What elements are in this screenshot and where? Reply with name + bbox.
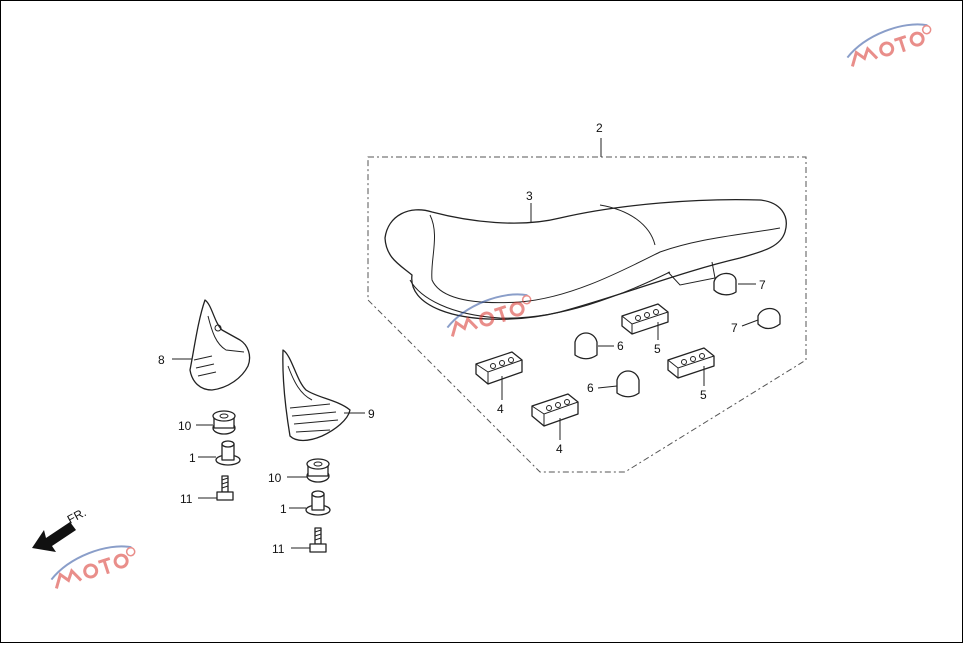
watermark-logo-bottom-left: [50, 545, 136, 589]
rubber-pad-7b: [757, 307, 781, 330]
cushion-6b: [616, 370, 640, 398]
bracket-5b: [667, 347, 715, 379]
callout-11b: 11: [272, 542, 285, 556]
callout-6a: 6: [617, 339, 624, 353]
callout-8: 8: [158, 353, 165, 367]
callout-5b: 5: [700, 388, 707, 402]
cushion-6a: [574, 332, 598, 360]
callout-5a: 5: [654, 342, 661, 356]
callout-2: 2: [596, 121, 603, 135]
callout-7b: 7: [731, 321, 738, 335]
grommet-10a: [212, 410, 236, 435]
callout-4a: 4: [497, 402, 504, 416]
grommet-10b: [306, 458, 330, 483]
callout-7a: 7: [759, 278, 766, 292]
block-4a: [475, 351, 523, 385]
side-cover-8: [189, 299, 251, 391]
callout-9: 9: [368, 407, 375, 421]
front-direction-arrow-icon: [32, 522, 76, 552]
collar-1a: [215, 440, 241, 466]
callout-6b: 6: [587, 381, 594, 395]
collar-1b: [305, 490, 331, 516]
callout-3: 3: [526, 189, 533, 203]
bolt-11a: [216, 475, 234, 501]
leader-lines: [172, 138, 759, 549]
callout-11a: 11: [180, 492, 193, 506]
watermark-logo-top-right: [846, 23, 932, 67]
bolt-11b: [309, 527, 327, 553]
rubber-pad-7a: [713, 272, 737, 296]
bracket-5a: [621, 303, 669, 335]
callout-4b: 4: [556, 442, 563, 456]
callout-10b: 10: [268, 471, 282, 485]
callout-1a: 1: [189, 451, 196, 465]
side-cover-9: [282, 349, 351, 442]
seat-part: [384, 198, 787, 320]
block-4b: [531, 393, 579, 427]
seat-assembly-boundary: [367, 156, 807, 473]
callout-1b: 1: [280, 502, 287, 516]
callout-10a: 10: [178, 419, 192, 433]
watermark-logo-center: [446, 293, 532, 337]
